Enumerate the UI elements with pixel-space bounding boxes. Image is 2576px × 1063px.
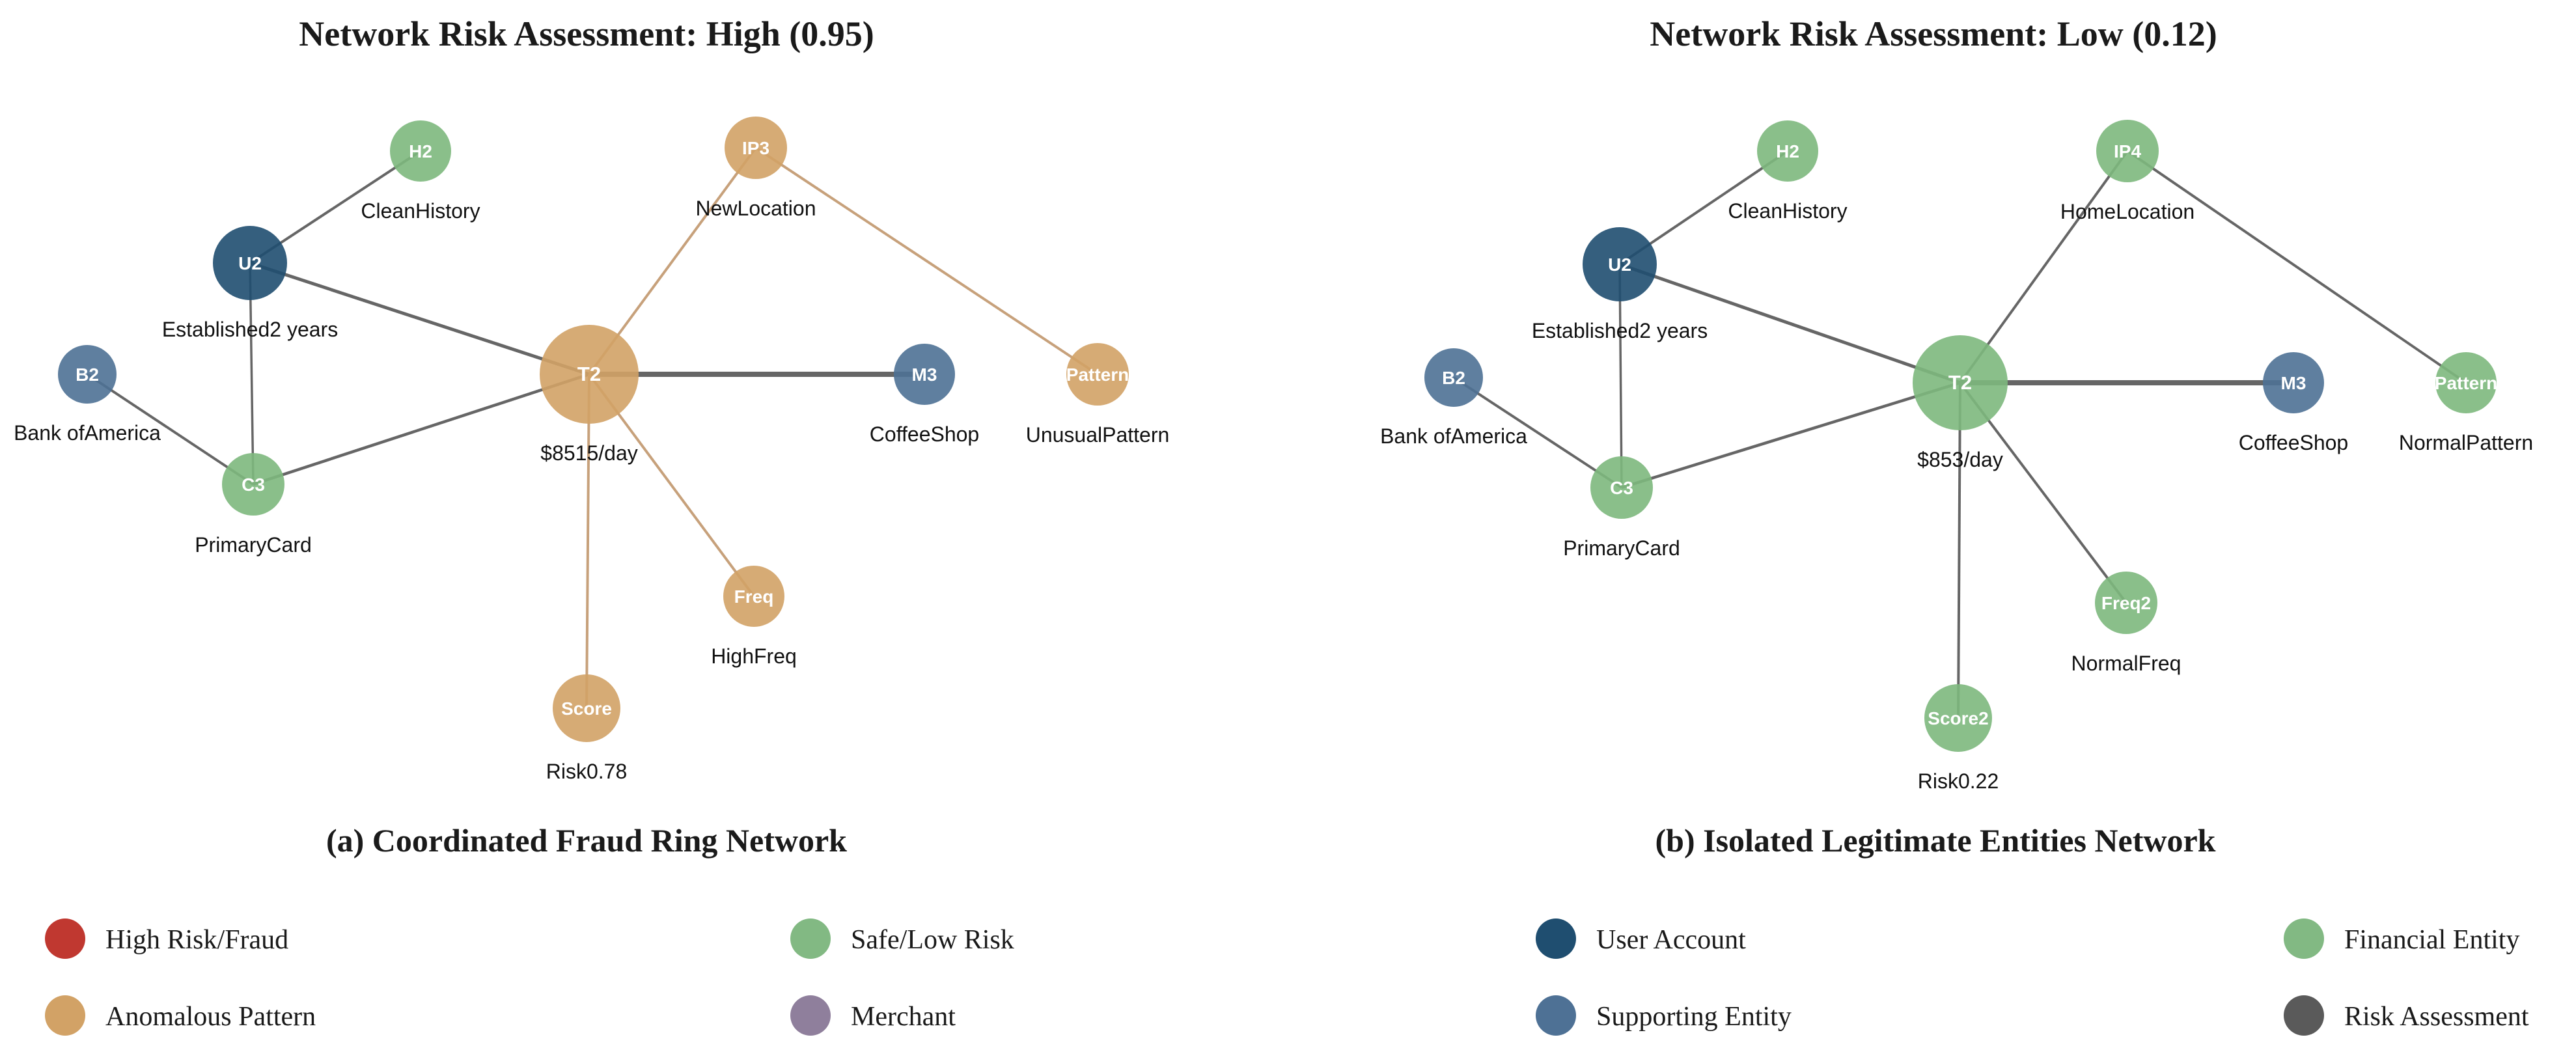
edge-b-ip4-pattern xyxy=(2126,150,2467,384)
node-a-freq xyxy=(723,566,784,627)
node-label-b-m3: M3 xyxy=(2281,373,2306,393)
legend-label-user-account: User Account xyxy=(1596,925,1746,955)
legend-swatch-safe-low-risk xyxy=(790,918,831,959)
node-label-b-ip4: IP4 xyxy=(2114,141,2141,161)
legend-swatch-user-account xyxy=(1536,918,1576,959)
node-sublabel-a-freq: HighFreq xyxy=(711,644,797,668)
node-label-a-c3: C3 xyxy=(242,475,265,495)
node-label-b-b2: B2 xyxy=(1442,368,1465,388)
legend-label-risk-assessment: Risk Assessment xyxy=(2344,1002,2529,1032)
edges-layer xyxy=(86,146,2467,719)
node-a-m3 xyxy=(894,344,955,405)
legend-label-safe-low-risk: Safe/Low Risk xyxy=(851,925,1014,955)
node-b-u2 xyxy=(1583,227,1657,301)
node-a-score xyxy=(553,674,620,742)
node-sublabel-a-m3: CoffeeShop xyxy=(870,422,979,446)
node-sublabel-a-t2: $8515/day xyxy=(540,441,637,465)
node-label-a-t2: T2 xyxy=(577,363,601,385)
node-a-t2 xyxy=(540,325,639,424)
node-sublabel-b-h2: CleanHistory xyxy=(1728,199,1847,223)
legend-swatch-merchant xyxy=(790,995,831,1036)
edge-b-b2-c3 xyxy=(1452,376,1623,489)
node-b-h2 xyxy=(1757,120,1818,182)
node-a-ip3 xyxy=(725,117,787,179)
legend-label-financial-entity: Financial Entity xyxy=(2344,925,2519,955)
node-label-b-u2: U2 xyxy=(1608,255,1631,275)
legend-label-high-risk-fraud: High Risk/Fraud xyxy=(105,925,288,955)
edge-a-c3-t2 xyxy=(253,372,590,486)
node-label-b-c3: C3 xyxy=(1610,478,1633,498)
edge-a-ip3-pattern xyxy=(755,146,1099,376)
node-sublabel-b-c3: PrimaryCard xyxy=(1563,536,1680,560)
legend-swatch-anomalous-pattern xyxy=(45,995,85,1036)
edge-a-u2-t2 xyxy=(249,261,590,376)
panel-a-title: Network Risk Assessment: High (0.95) xyxy=(299,14,874,53)
legend-label-supporting-entity: Supporting Entity xyxy=(1596,1002,1792,1032)
node-sublabel-a-score: Risk0.78 xyxy=(546,760,628,783)
node-sublabel-b-freq2: NormalFreq xyxy=(2071,652,2181,675)
node-sublabel-a-c3: PrimaryCard xyxy=(195,533,312,557)
node-label-a-freq: Freq xyxy=(734,587,774,607)
node-sublabel-a-u2: Established2 years xyxy=(162,318,338,341)
node-b-freq2 xyxy=(2095,572,2157,634)
node-b-m3 xyxy=(2263,352,2324,413)
edge-a-t2-score xyxy=(585,374,590,709)
node-b-score2 xyxy=(1924,684,1992,752)
node-label-b-score2: Score2 xyxy=(1928,708,1988,728)
node-label-b-t2: T2 xyxy=(1948,371,1972,394)
edge-b-t2-ip4 xyxy=(1959,150,2129,384)
node-label-a-score: Score xyxy=(561,698,612,719)
node-a-c3 xyxy=(222,453,284,516)
node-sublabel-b-m3: CoffeeShop xyxy=(2239,431,2348,454)
node-sublabel-b-ip4: HomeLocation xyxy=(2060,200,2195,223)
node-b-b2 xyxy=(1424,348,1483,407)
legend-swatch-supporting-entity xyxy=(1536,995,1576,1036)
node-sublabel-b-score2: Risk0.22 xyxy=(1918,769,1999,793)
edge-b-u2-c3 xyxy=(1618,264,1623,488)
legend-swatch-high-risk-fraud xyxy=(45,918,85,959)
legend-swatch-financial-entity xyxy=(2284,918,2324,959)
node-label-a-b2: B2 xyxy=(76,365,99,385)
nodes-layer xyxy=(58,117,2497,752)
node-sublabel-a-ip3: NewLocation xyxy=(696,197,816,220)
legend-swatch-risk-assessment xyxy=(2284,995,2324,1036)
node-a-h2 xyxy=(390,120,451,182)
node-sublabel-a-b2: Bank ofAmerica xyxy=(14,421,161,445)
node-sublabel-a-h2: CleanHistory xyxy=(361,199,480,223)
node-a-pattern xyxy=(1066,343,1129,406)
edge-b-c3-t2 xyxy=(1621,381,1961,490)
node-label-b-pattern: Pattern xyxy=(2435,373,2497,393)
panel-b-title: Network Risk Assessment: Low (0.12) xyxy=(1650,14,2217,53)
legend-label-merchant: Merchant xyxy=(851,1002,956,1032)
node-b-t2 xyxy=(1913,335,2008,430)
node-a-u2 xyxy=(213,226,287,300)
node-label-a-pattern: Pattern xyxy=(1066,365,1129,385)
edge-a-b2-c3 xyxy=(86,373,255,486)
panel-a-caption: (a) Coordinated Fraud Ring Network xyxy=(326,822,847,859)
node-label-a-m3: M3 xyxy=(912,365,937,385)
node-sublabel-b-b2: Bank ofAmerica xyxy=(1380,424,1527,448)
node-sublabel-b-u2: Established2 years xyxy=(1532,319,1708,342)
node-sublabel-a-pattern: UnusualPattern xyxy=(1026,423,1170,447)
legend-label-anomalous-pattern: Anomalous Pattern xyxy=(105,1002,316,1032)
node-label-a-u2: U2 xyxy=(238,253,262,273)
node-sublabel-b-t2: $853/day xyxy=(1917,448,2003,471)
edge-b-t2-score2 xyxy=(1957,382,1961,719)
node-label-a-ip3: IP3 xyxy=(742,138,769,158)
node-a-b2 xyxy=(58,345,117,404)
node-b-pattern xyxy=(2435,352,2497,413)
edge-b-u2-t2 xyxy=(1619,262,1961,385)
node-label-a-h2: H2 xyxy=(409,141,432,161)
node-b-c3 xyxy=(1590,456,1653,519)
node-label-b-freq2: Freq2 xyxy=(2101,593,2151,613)
node-sublabel-b-pattern: NormalPattern xyxy=(2399,431,2533,454)
node-b-ip4 xyxy=(2096,120,2159,182)
node-label-b-h2: H2 xyxy=(1776,141,1799,161)
panel-b-caption: (b) Isolated Legitimate Entities Network xyxy=(1655,822,2216,859)
